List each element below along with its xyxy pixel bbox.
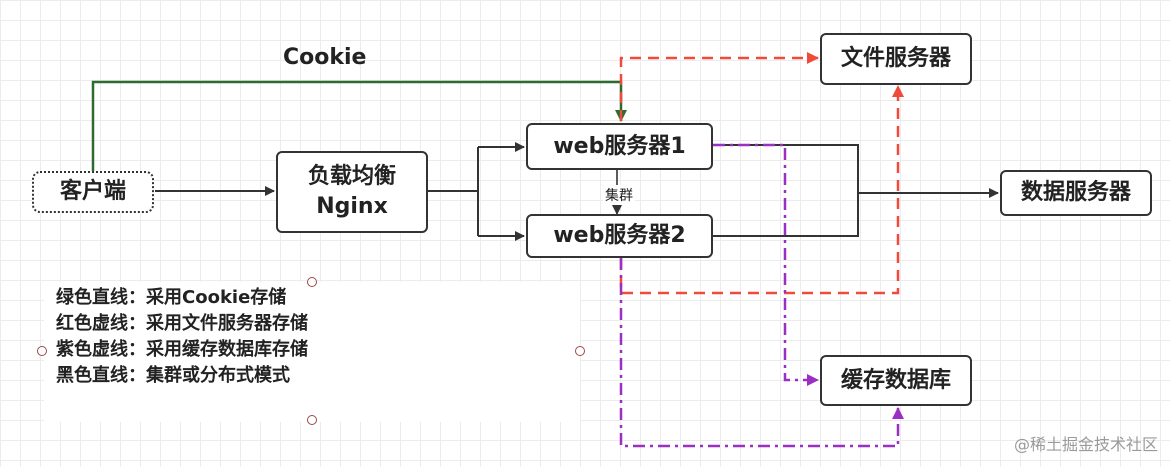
cache-db-node: 缓存数据库: [820, 355, 972, 406]
legend-purple: 紫色虚线：采用缓存数据库存储: [56, 339, 308, 360]
edge-web-to-file-server: [619, 52, 819, 121]
cache-db-label: 缓存数据库: [840, 367, 951, 393]
legend-red: 红色虚线：采用文件服务器存储: [56, 313, 308, 334]
file-server-node: 文件服务器: [820, 33, 972, 85]
edge-web-merge: [713, 144, 859, 237]
client-node: 客户端: [32, 171, 154, 213]
cluster-label: 集群: [603, 185, 635, 205]
resize-handle-left[interactable]: [37, 346, 47, 356]
resize-handle-right[interactable]: [575, 346, 585, 356]
load-balancer-node: 负载均衡 Nginx: [276, 151, 428, 233]
web-server-1-label: web服务器1: [553, 133, 686, 159]
resize-handle-top[interactable]: [307, 277, 317, 287]
load-balancer-sublabel: Nginx: [316, 194, 388, 219]
edge-lb-split: [428, 147, 479, 236]
resize-handle-bottom[interactable]: [307, 415, 317, 425]
legend-black: 黑色直线：集群或分布式模式: [56, 365, 290, 386]
edge-web2-to-file-server: [619, 85, 904, 295]
data-server-label: 数据服务器: [1020, 180, 1131, 205]
cookie-label: Cookie: [283, 45, 367, 70]
legend-panel: [44, 282, 580, 422]
edge-web1-to-cache: [713, 143, 819, 386]
web-server-2-label: web服务器2: [553, 223, 686, 248]
web-server-1-node: web服务器1: [526, 123, 713, 170]
edge-web2-to-cache: [619, 258, 904, 448]
file-server-label: 文件服务器: [840, 46, 951, 71]
watermark: @稀土掘金技术社区: [1013, 435, 1158, 454]
legend: 绿色直线：采用Cookie存储 红色虚线：采用文件服务器存储 紫色虚线：采用缓存…: [56, 285, 308, 389]
data-server-node: 数据服务器: [1000, 170, 1152, 216]
load-balancer-label: 负载均衡: [307, 164, 396, 189]
client-node-label: 客户端: [59, 179, 126, 204]
web-server-2-node: web服务器2: [526, 214, 713, 258]
legend-green: 绿色直线：采用Cookie存储: [56, 287, 287, 308]
